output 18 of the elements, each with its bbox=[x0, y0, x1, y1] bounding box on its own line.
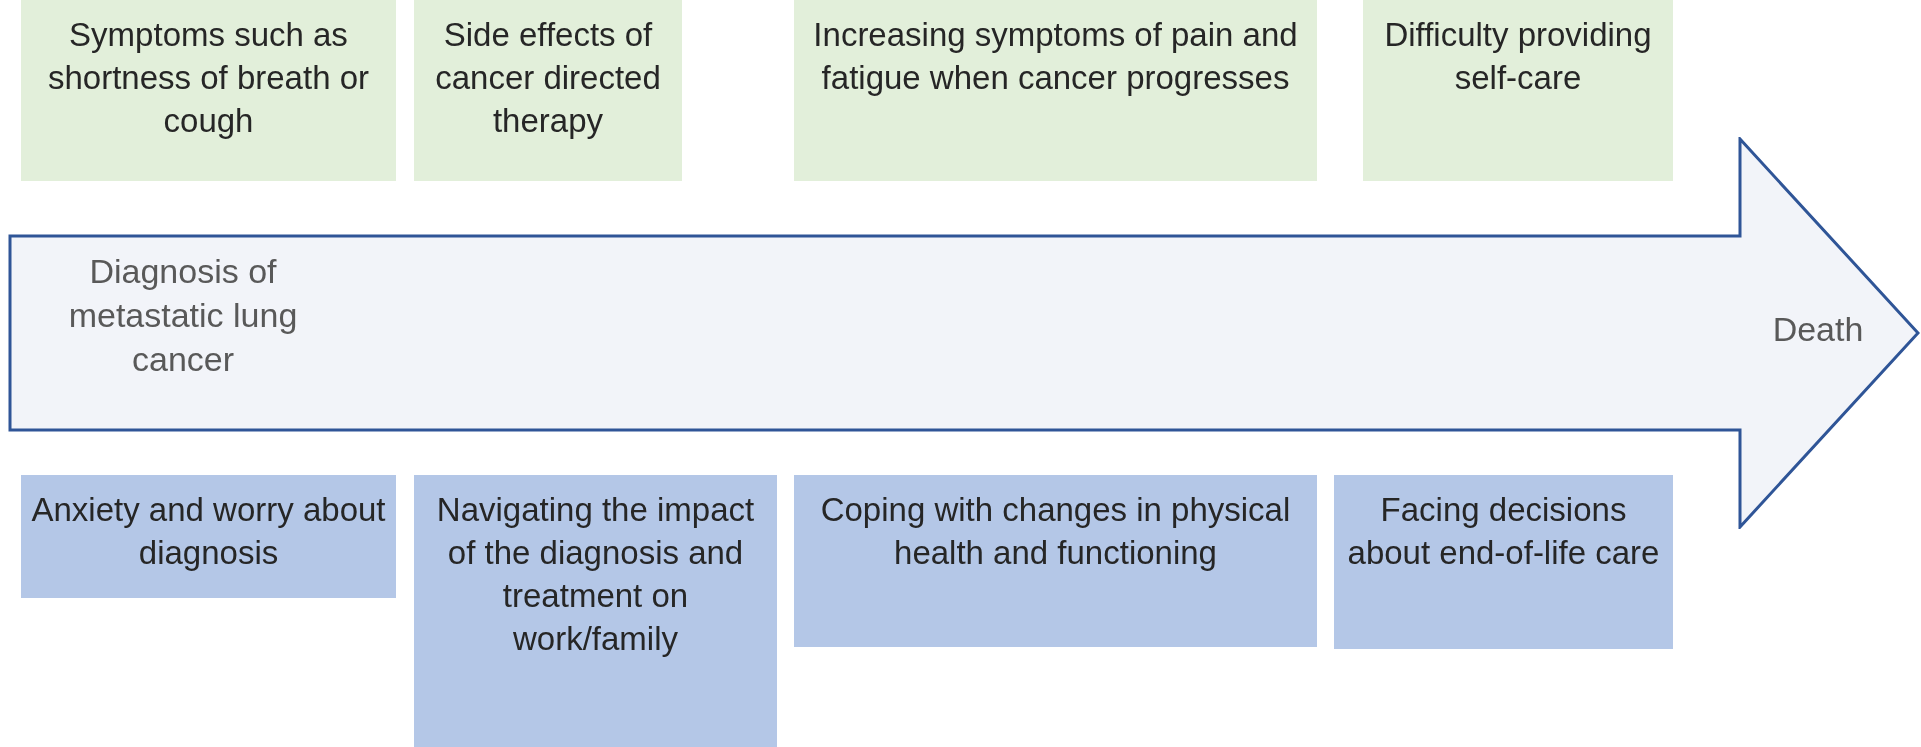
challenge-box bbox=[414, 475, 777, 747]
box-text: Anxiety and worry about diagnosis bbox=[31, 490, 386, 573]
challenge-box bbox=[794, 475, 1317, 647]
start-label: Diagnosis of metastatic lung cancer bbox=[67, 251, 299, 381]
challenge-box bbox=[1334, 475, 1673, 649]
end-label: Death bbox=[1771, 309, 1865, 350]
box-text: Increasing symptoms of pain and fatigue when cancer progresses bbox=[812, 15, 1299, 98]
box-text: Side effects of cancer directed therapy bbox=[434, 15, 662, 141]
symptom-box bbox=[414, 0, 682, 181]
challenge-box bbox=[21, 475, 396, 598]
box-text: Coping with changes in physical health and functioning bbox=[819, 490, 1292, 573]
box-text: Difficulty providing self-care bbox=[1383, 15, 1653, 98]
symptom-box bbox=[21, 0, 396, 181]
box-text: Facing decisions about end-of-life care bbox=[1346, 490, 1661, 573]
box-text: Symptoms such as shortness of breath or cough bbox=[47, 15, 370, 141]
box-text: Navigating the impact of the diagnosis and treatment on work/family bbox=[435, 490, 756, 659]
symptom-box bbox=[794, 0, 1317, 181]
symptom-box bbox=[1363, 0, 1673, 181]
